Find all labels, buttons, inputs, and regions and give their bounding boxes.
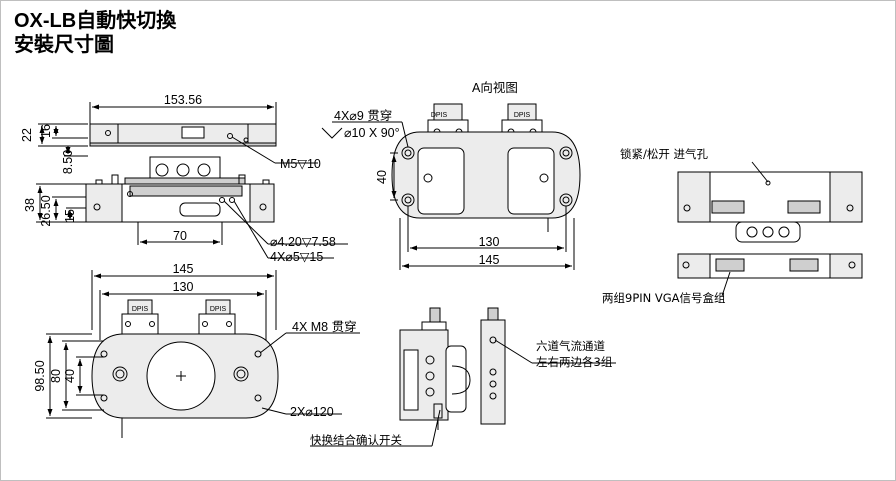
- dim-130-bottom: 130: [173, 280, 194, 294]
- dim-130-a: 130: [479, 235, 500, 249]
- dim-countersink: ⌀10 X 90°: [344, 126, 400, 140]
- side-view-small: [310, 307, 616, 447]
- note-air-channels-1: 六道气流通道: [536, 339, 605, 353]
- note-switch: 快换结合确认开关: [310, 433, 402, 447]
- dim-8-50: 8.50: [61, 150, 75, 174]
- dim-70: 70: [173, 229, 187, 243]
- note-lock-port: 锁紧/松开 进气孔: [620, 147, 709, 161]
- dim-22: 22: [20, 128, 34, 142]
- dim-153-56: 153.56: [164, 93, 202, 107]
- dpis-label-1: DPIS: [431, 112, 448, 119]
- right-views: [677, 161, 863, 297]
- dpis-label-2: DPIS: [514, 112, 531, 119]
- dim-4x9: 4X⌀9 贯穿: [334, 108, 392, 123]
- a-view: [321, 103, 581, 270]
- dim-98-50: 98.50: [33, 360, 47, 391]
- dim-40-a: 40: [375, 170, 389, 184]
- dim-80: 80: [49, 369, 63, 383]
- dim-145-a: 145: [479, 253, 500, 267]
- dpis-label-3: DPIS: [132, 306, 149, 313]
- note-air-channels-2: 左右两边各3组: [536, 355, 613, 369]
- dim-hole-4-20: ⌀4.20▽7.58: [270, 235, 336, 249]
- note-vga: 两组9PIN VGA信号盒组: [602, 291, 726, 305]
- dim-38: 38: [23, 198, 37, 212]
- side-view: [36, 102, 348, 259]
- drawing-title-line1: OX-LB自動快切換: [14, 10, 177, 32]
- dim-d120: 2X⌀120: [290, 405, 334, 419]
- dim-m8: 4X M8 贯穿: [292, 319, 357, 334]
- a-view-title: A向视图: [472, 80, 518, 95]
- dim-145-bottom: 145: [173, 262, 194, 276]
- dim-16: 16: [39, 124, 53, 138]
- dim-40-bottom: 40: [63, 369, 77, 383]
- dpis-label-4: DPIS: [210, 306, 227, 313]
- top-view: [46, 270, 360, 438]
- drawing-title-line2: 安裝尺寸圖: [14, 34, 114, 56]
- dim-26-50: 26.50: [39, 195, 53, 226]
- dim-m5: M5▽10: [280, 157, 321, 171]
- dim-hole-4x5: 4X⌀5▽15: [270, 250, 323, 264]
- dim-15: 15: [63, 209, 77, 223]
